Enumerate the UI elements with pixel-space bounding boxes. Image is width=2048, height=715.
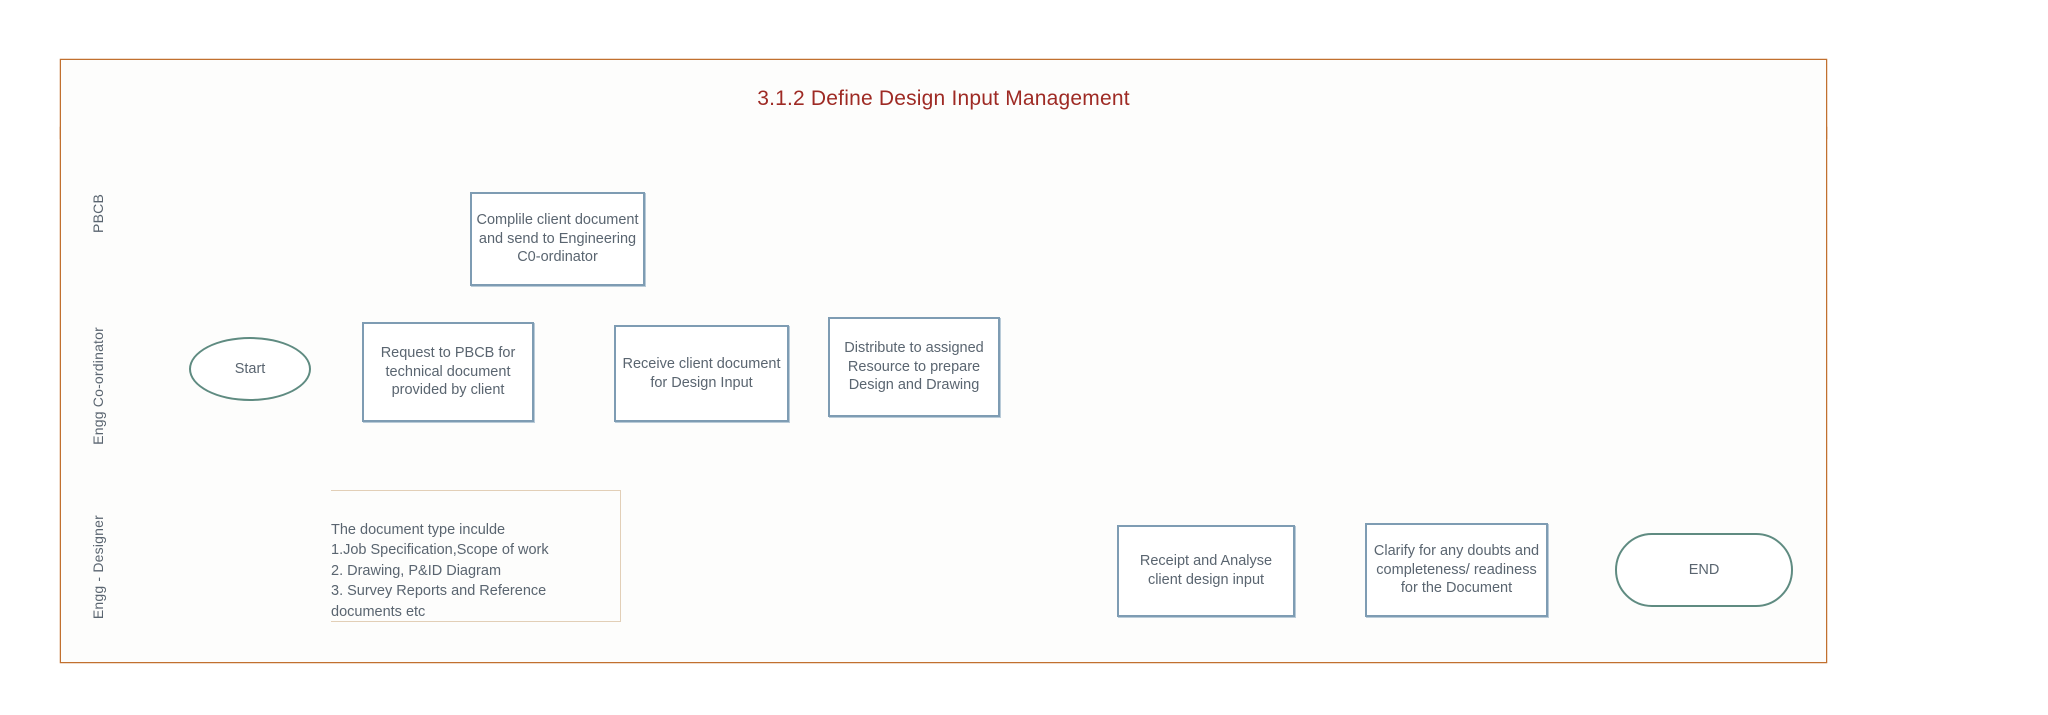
lane-label-engg-designer: Engg - Designer — [61, 473, 135, 662]
node-end-label: END — [1688, 561, 1720, 578]
node-receipt-and-analyse-label: Receipt and Analyse client design input — [1139, 553, 1273, 588]
node-start-label: Start — [234, 360, 266, 377]
lane-label-engg-coordinator-text: Engg Co-ordinator — [90, 327, 106, 445]
node-receive-client-document-label: Receive client document for Design Input — [622, 355, 781, 391]
node-clarify-doubts-label: Clarify for any doubts and completeness/… — [1373, 543, 1540, 597]
node-request-to-pbcb[interactable]: Request to PBCB for technical document p… — [362, 322, 534, 422]
lane-label-pbcb-text: PBCB — [90, 194, 106, 233]
lane-label-engg-designer-text: Engg - Designer — [90, 515, 106, 620]
lane-label-pbcb: PBCB — [61, 128, 135, 299]
node-distribute-to-resource-label: Distribute to assigned Resource to prepa… — [844, 340, 984, 394]
node-receive-client-document[interactable]: Receive client document for Design Input — [614, 325, 789, 422]
lane-body-pbcb — [135, 128, 1826, 299]
node-end[interactable]: END — [1615, 533, 1793, 607]
node-start[interactable]: Start — [189, 337, 311, 401]
node-clarify-doubts[interactable]: Clarify for any doubts and completeness/… — [1365, 523, 1548, 617]
annotation-note-text: The document type inculde 1.Job Specific… — [331, 521, 549, 620]
diagram-title: 3.1.2 Define Design Input Management — [61, 60, 1826, 138]
lane-label-engg-coordinator: Engg Co-ordinator — [61, 299, 135, 473]
node-request-to-pbcb-label: Request to PBCB for technical document p… — [380, 345, 516, 399]
annotation-note: The document type inculde 1.Job Specific… — [331, 490, 621, 622]
node-compile-client-document-label: Complile client document and send to Eng… — [476, 212, 639, 266]
node-compile-client-document[interactable]: Complile client document and send to Eng… — [470, 192, 645, 286]
node-distribute-to-resource[interactable]: Distribute to assigned Resource to prepa… — [828, 317, 1000, 417]
node-receipt-and-analyse[interactable]: Receipt and Analyse client design input — [1117, 525, 1295, 617]
diagram-title-text: 3.1.2 Define Design Input Management — [757, 87, 1130, 110]
